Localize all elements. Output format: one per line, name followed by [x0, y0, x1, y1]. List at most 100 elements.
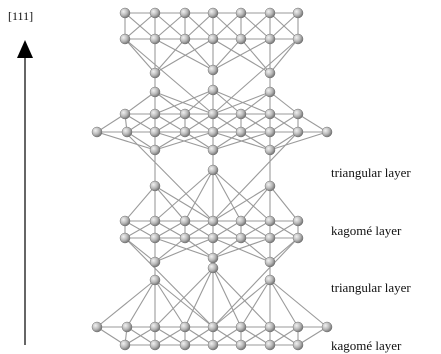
atom	[121, 126, 133, 138]
atom	[292, 215, 304, 227]
atom	[149, 321, 161, 333]
bond	[154, 169, 214, 222]
atom	[179, 7, 191, 19]
atom	[235, 232, 247, 244]
label-kagome-layer-lower: kagomé layer	[331, 338, 402, 353]
bond	[212, 131, 299, 222]
bond	[96, 279, 156, 328]
atom	[119, 108, 131, 120]
atom	[207, 262, 219, 274]
bond	[154, 279, 186, 328]
bond	[184, 267, 214, 328]
bond	[126, 113, 156, 133]
atom	[179, 321, 191, 333]
bond	[124, 326, 156, 346]
bond	[184, 131, 214, 151]
bond	[212, 91, 271, 115]
atom	[149, 232, 161, 244]
direction-arrow	[17, 40, 33, 345]
atom	[264, 339, 276, 351]
atom	[264, 274, 276, 286]
atom	[292, 108, 304, 120]
atom	[207, 7, 219, 19]
bond	[269, 113, 299, 133]
bond	[184, 326, 214, 346]
atom-set	[91, 7, 333, 351]
bond	[212, 169, 271, 222]
atom	[235, 33, 247, 45]
bond	[124, 91, 156, 115]
atom	[264, 215, 276, 227]
atom	[149, 180, 161, 192]
atom	[149, 274, 161, 286]
bond	[154, 220, 186, 239]
bond	[212, 185, 271, 222]
bond	[297, 326, 328, 346]
bond	[269, 38, 299, 74]
atom	[235, 126, 247, 138]
bond	[269, 279, 328, 328]
atom	[149, 7, 161, 19]
atom	[119, 232, 131, 244]
atom	[235, 108, 247, 120]
bond	[269, 131, 328, 151]
atom	[149, 108, 161, 120]
atom	[179, 108, 191, 120]
bond	[212, 131, 242, 151]
atom	[321, 321, 333, 333]
atom	[292, 126, 304, 138]
bond	[154, 131, 214, 151]
bond	[269, 220, 299, 239]
atom	[264, 321, 276, 333]
up-arrow-icon	[17, 40, 33, 58]
bond	[269, 237, 299, 263]
bond	[212, 89, 271, 115]
bond-network	[96, 12, 328, 346]
atom	[292, 339, 304, 351]
bond	[212, 38, 271, 71]
bond	[269, 279, 299, 328]
bond	[184, 220, 214, 239]
bond	[184, 38, 214, 71]
bond	[124, 220, 156, 239]
atom	[179, 339, 191, 351]
atom	[321, 126, 333, 138]
bond	[124, 12, 156, 40]
atom	[207, 126, 219, 138]
bond	[154, 131, 186, 151]
atom	[207, 64, 219, 76]
bond	[212, 237, 299, 328]
atom	[292, 7, 304, 19]
atom	[207, 144, 219, 156]
atom	[207, 321, 219, 333]
bond	[184, 169, 214, 222]
bond	[212, 12, 242, 40]
bond	[96, 113, 126, 133]
atom	[179, 215, 191, 227]
label-triangular-layer-upper: triangular layer	[331, 165, 411, 180]
bond	[212, 38, 242, 71]
bond	[154, 89, 214, 115]
atom	[121, 321, 133, 333]
bond	[212, 237, 242, 259]
bond	[240, 12, 271, 40]
atom	[149, 215, 161, 227]
bond	[124, 38, 156, 74]
atom	[207, 33, 219, 45]
bond	[212, 279, 271, 328]
atom	[149, 256, 161, 268]
bond	[212, 237, 271, 259]
bond	[240, 237, 271, 263]
atom	[207, 339, 219, 351]
atom	[292, 232, 304, 244]
label-triangular-layer-lower: triangular layer	[331, 280, 411, 295]
bond	[240, 185, 271, 222]
atom	[91, 321, 103, 333]
atom	[207, 84, 219, 96]
bond	[240, 279, 271, 328]
bond	[269, 91, 299, 115]
bond	[124, 38, 214, 115]
bond	[297, 113, 328, 133]
bond	[212, 267, 242, 328]
